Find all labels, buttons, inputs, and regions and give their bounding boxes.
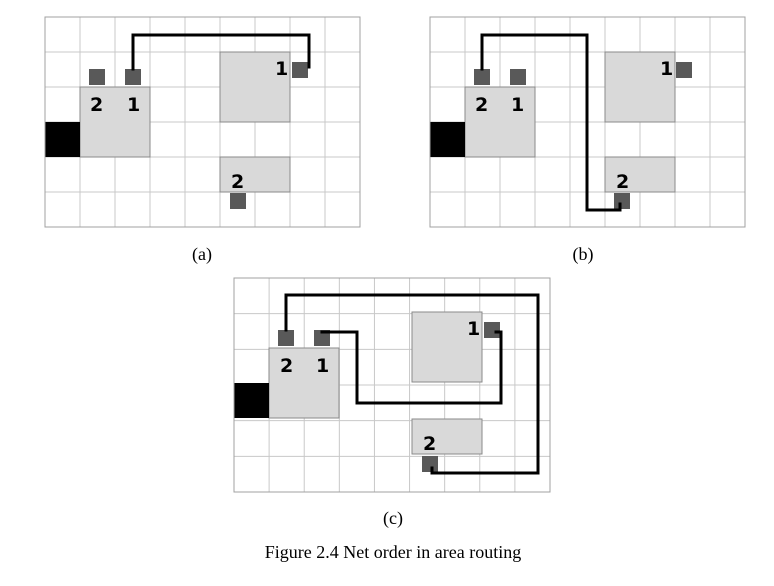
panel-b-border bbox=[429, 16, 746, 228]
panel-c-io-pad bbox=[234, 383, 269, 418]
panel-c-block-upper-right bbox=[411, 311, 483, 383]
panel-b-pin-label-2-left: 2 bbox=[475, 94, 488, 116]
panel-c-block-lower-right bbox=[411, 418, 483, 455]
panel-c-pin-label-2-right: 2 bbox=[423, 433, 436, 455]
panel-c-pin-label-1-right: 1 bbox=[467, 318, 480, 340]
panel-a-pin-label-1-right: 1 bbox=[275, 58, 288, 80]
panel-c-pin-label-1-left: 1 bbox=[316, 355, 329, 377]
panel-b-block-left bbox=[464, 86, 536, 158]
panel-a-pin-label-2-left: 2 bbox=[90, 94, 103, 116]
panel-a-pin-label-1-left: 1 bbox=[127, 94, 140, 116]
panel-a-block-left bbox=[79, 86, 151, 158]
panel-a-net-1-wire bbox=[131, 33, 311, 71]
panel-c-pin-2-right bbox=[422, 456, 438, 472]
panel-c-caption: (c) bbox=[383, 508, 403, 529]
panel-b-pin-2-right bbox=[614, 193, 630, 209]
panel-a-pin-1-right bbox=[292, 62, 308, 78]
panel-c-pin-2-left bbox=[278, 330, 294, 346]
panel-c-net-2-wire bbox=[284, 293, 540, 475]
panel-a-pin-2-left bbox=[89, 69, 105, 85]
panel-b-block-lower-right bbox=[604, 156, 676, 193]
panel-c-pin-1-right bbox=[484, 322, 500, 338]
panel-c-block-left bbox=[268, 347, 340, 419]
panel-a: 2 1 1 2 bbox=[44, 16, 361, 228]
panel-b-net-2-wire bbox=[480, 33, 622, 212]
panel-a-block-upper-right bbox=[219, 51, 291, 123]
panel-c-border bbox=[233, 277, 551, 493]
panel-b-pin-label-1-right: 1 bbox=[660, 58, 673, 80]
panel-b-pin-1-left bbox=[510, 69, 526, 85]
panel-a-pin-1-left bbox=[125, 69, 141, 85]
panel-a-caption: (a) bbox=[192, 244, 212, 265]
panel-a-border bbox=[44, 16, 361, 228]
panel-b: 2 1 1 2 bbox=[429, 16, 746, 228]
figure-caption: Figure 2.4 Net order in area routing bbox=[265, 542, 521, 562]
panel-c-pin-1-left bbox=[314, 330, 330, 346]
panel-a-block-lower-right bbox=[219, 156, 291, 193]
panel-a-pin-label-2-right: 2 bbox=[231, 171, 244, 193]
panel-b-io-pad bbox=[430, 122, 465, 157]
panel-a-io-pad bbox=[45, 122, 80, 157]
panel-c-net-1-wire bbox=[320, 330, 503, 405]
panel-a-pin-2-right bbox=[230, 193, 246, 209]
panel-b-pin-1-right bbox=[676, 62, 692, 78]
panel-b-caption: (b) bbox=[573, 244, 594, 265]
panel-c: 2 1 1 2 bbox=[233, 277, 551, 493]
panel-c-pin-label-2-left: 2 bbox=[280, 355, 293, 377]
panel-b-pin-label-2-right: 2 bbox=[616, 171, 629, 193]
panel-b-block-upper-right bbox=[604, 51, 676, 123]
panel-b-pin-label-1-left: 1 bbox=[511, 94, 524, 116]
panel-b-pin-2-left bbox=[474, 69, 490, 85]
